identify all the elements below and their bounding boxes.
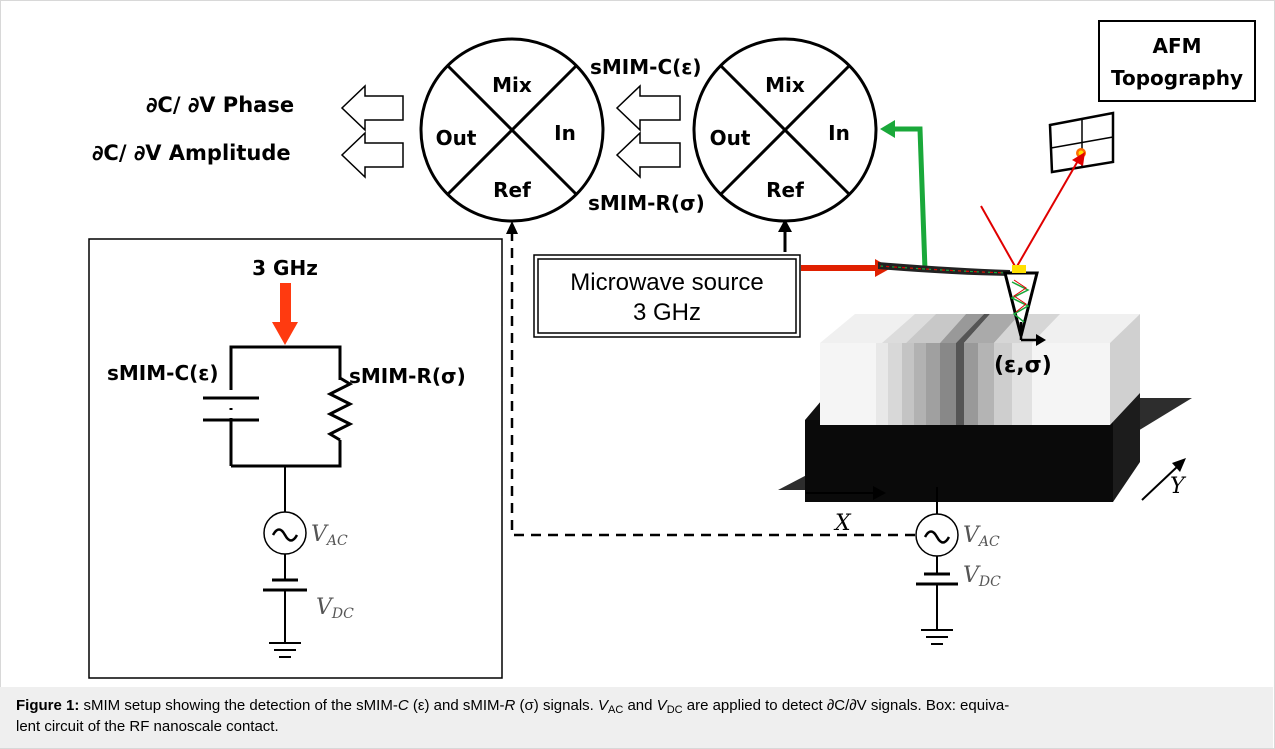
mixer-right: Mix Out In Ref	[692, 37, 878, 223]
cantilever-probe	[878, 262, 1046, 346]
caption-v-symbol: V	[656, 697, 667, 714]
caption-text: and	[623, 697, 657, 714]
caption-text-line2: lent circuit of the RF nanoscale contact…	[16, 718, 279, 735]
figure-caption: Figure 1: sMIM setup showing the detecti…	[0, 687, 1273, 748]
x-axis-indicator	[806, 486, 886, 500]
sample-stage	[778, 314, 1192, 502]
photodetector	[1048, 111, 1115, 174]
sample-vac-label: VAC	[963, 523, 1000, 550]
y-axis-label: Y	[1170, 474, 1187, 499]
mixer-left-mix-label: Mix	[492, 73, 532, 97]
afm-topography-box: AFM Topography	[1098, 20, 1256, 102]
phase-output-label: ∂C/ ∂V Phase	[146, 93, 294, 117]
mixer-left-in-label: In	[554, 121, 576, 145]
mixer-left-out-label: Out	[436, 126, 477, 150]
mixer-right-in-label: In	[828, 121, 850, 145]
amplitude-output-label: ∂C/ ∂V Amplitude	[92, 141, 291, 165]
circuit-capacitor-label: sMIM-C(ε)	[107, 361, 219, 385]
smim-r-signal-label: sMIM-R(σ)	[588, 191, 705, 215]
x-axis-label: X	[833, 511, 852, 536]
y-axis-indicator	[1141, 458, 1186, 501]
hollow-arrow-c	[615, 84, 681, 132]
caption-v-symbol: V	[598, 697, 609, 714]
equivalent-circuit-box: 3 GHz sMIM-C(ε) sMIM-R(σ)	[88, 238, 503, 679]
mixer-right-mix-label: Mix	[765, 73, 805, 97]
sMIM-setup-diagram: Mix Out In Ref Mix Out In Ref ∂C/ ∂V Pha…	[88, 20, 1256, 679]
circuit-vdc-label: VDC	[316, 595, 354, 622]
caption-dc-subscript: DC	[666, 704, 683, 716]
smim-c-signal-label: sMIM-C(ε)	[590, 55, 702, 79]
caption-text: (ε) and sMIM-	[408, 697, 505, 714]
green-signal-line	[892, 126, 928, 271]
mixer-left-ref-label: Ref	[493, 178, 531, 202]
mixer-left: Mix Out In Ref	[419, 37, 605, 223]
tip-permittivity-conductivity-label: (ε,σ)	[994, 353, 1052, 378]
source-frequency-label: 3 GHz	[633, 299, 701, 326]
caption-ac-subscript: AC	[608, 704, 624, 716]
sample-bias-circuit	[915, 487, 959, 645]
microwave-source-box: Microwave source 3 GHz	[533, 254, 801, 338]
caption-figure-label: Figure 1:	[16, 697, 80, 714]
source-label: Microwave source	[570, 269, 763, 296]
laser-reflected-beam	[1015, 158, 1080, 269]
hollow-arrow-r	[615, 131, 681, 179]
sample-vdc-label: VDC	[963, 563, 1001, 590]
caption-c-symbol: C	[397, 697, 409, 714]
topography-label: Topography	[1111, 66, 1243, 90]
hollow-arrow-amplitude	[340, 131, 404, 179]
caption-r-symbol: R	[504, 697, 516, 714]
caption-text: are applied to detect ∂C/∂V signals. Box…	[682, 697, 1010, 714]
circuit-frequency-label: 3 GHz	[252, 256, 318, 280]
circuit-resistor-label: sMIM-R(σ)	[349, 364, 466, 388]
caption-text: sMIM setup showing the detection of the …	[79, 697, 398, 714]
afm-label: AFM	[1152, 34, 1201, 58]
mixer-right-ref-label: Ref	[766, 178, 804, 202]
laser-incident-beam	[980, 205, 1017, 269]
hollow-arrow-phase	[340, 84, 404, 132]
circuit-vac-label: VAC	[311, 522, 348, 549]
mixer-right-out-label: Out	[710, 126, 751, 150]
caption-text: (σ) signals.	[515, 697, 598, 714]
